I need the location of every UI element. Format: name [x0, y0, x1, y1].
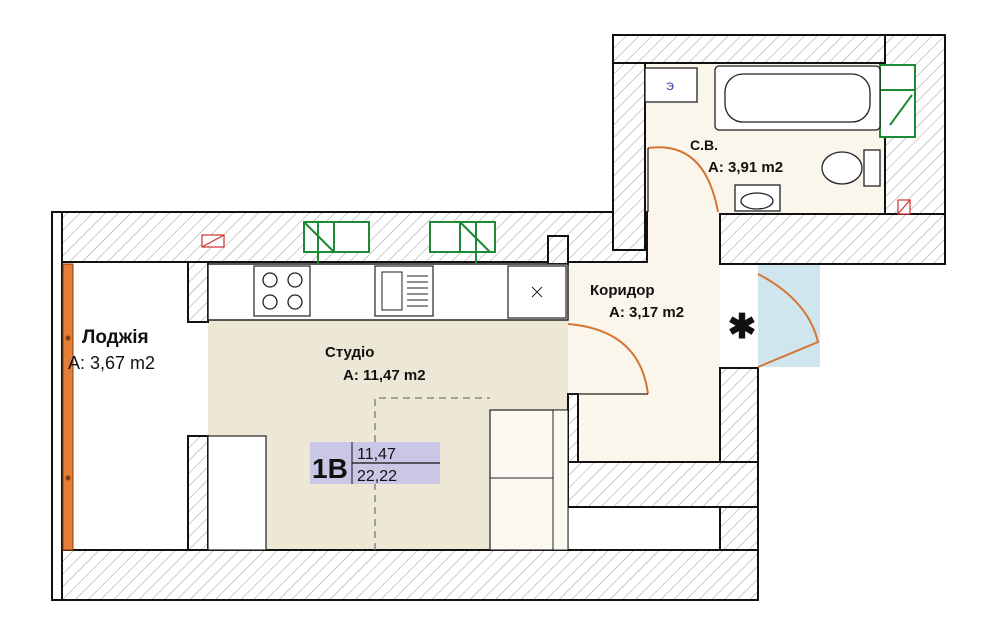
- corridor-name: Коридор: [590, 282, 655, 299]
- window-left: [303, 221, 370, 253]
- entrance-marker-icon: ✱: [728, 308, 757, 346]
- doors: [567, 146, 820, 395]
- loggia-rail: [62, 263, 74, 551]
- apartment-code: 1В: [312, 453, 348, 484]
- wardrobe: [207, 435, 267, 551]
- bathroom-fixtures: Э: [644, 65, 881, 212]
- living-area-value: 11,47: [357, 446, 396, 463]
- vent-markers: [201, 199, 911, 248]
- corridor-neck-floor: [645, 210, 720, 265]
- loggia-rail-post: [65, 475, 71, 481]
- burner: [262, 294, 278, 310]
- bathroom-door-swing: [647, 146, 719, 213]
- cooktop: [253, 265, 311, 317]
- lower-mid-wall: [567, 461, 759, 508]
- windows: [303, 64, 916, 264]
- partition-upper: [187, 261, 209, 323]
- total-area-value: 22,22: [357, 468, 397, 485]
- corridor-wall-upper: [547, 235, 569, 265]
- burner: [287, 294, 303, 310]
- toilet-bowl: [821, 151, 863, 185]
- loggia-name: Лоджія: [82, 327, 149, 348]
- window-bathroom: [879, 64, 916, 138]
- bottom-wall: [61, 549, 759, 601]
- toilet-tank: [863, 149, 881, 187]
- burner: [262, 272, 278, 288]
- loggia-area: A: 3,67 m2: [68, 353, 155, 373]
- washbasin-bowl: [740, 192, 774, 210]
- studio-name: Студіо: [325, 344, 374, 361]
- meter-icon-label: Э: [666, 81, 674, 93]
- bathroom-left-wall: [612, 34, 646, 251]
- loggia: [51, 211, 74, 601]
- bathroom-area: A: 3,91 m2: [708, 159, 783, 176]
- studio-area: A: 11,47 m2: [343, 367, 426, 384]
- corridor-floor: [568, 262, 720, 462]
- bathroom-top-wall: [612, 34, 886, 64]
- burner: [287, 272, 303, 288]
- sofa: [489, 409, 569, 551]
- electric-meter-box: [644, 67, 698, 103]
- corridor-area: A: 3,17 m2: [609, 304, 684, 321]
- bathroom-name: С.В.: [690, 137, 718, 153]
- bathtub-inner: [724, 73, 871, 123]
- sink-basin: [381, 271, 403, 311]
- entrance-door-swing: [757, 273, 820, 368]
- bed-zone-outline: [374, 397, 490, 550]
- partition-lower: [187, 435, 209, 551]
- loggia-rail-post: [65, 335, 71, 341]
- loggia-outer-frame: [51, 211, 63, 601]
- room-labels: Лоджія A: 3,67 m2 Студіо A: 11,47 m2 Кор…: [68, 137, 783, 384]
- apartment-badge: 1В 11,47 22,22: [310, 442, 440, 485]
- mid-right-wall: [719, 213, 946, 265]
- corridor-wall-lower: [567, 393, 579, 463]
- studio-door-swing: [567, 323, 649, 395]
- entrance-blue-zone: [758, 265, 820, 367]
- kitchen-counter: [207, 263, 569, 321]
